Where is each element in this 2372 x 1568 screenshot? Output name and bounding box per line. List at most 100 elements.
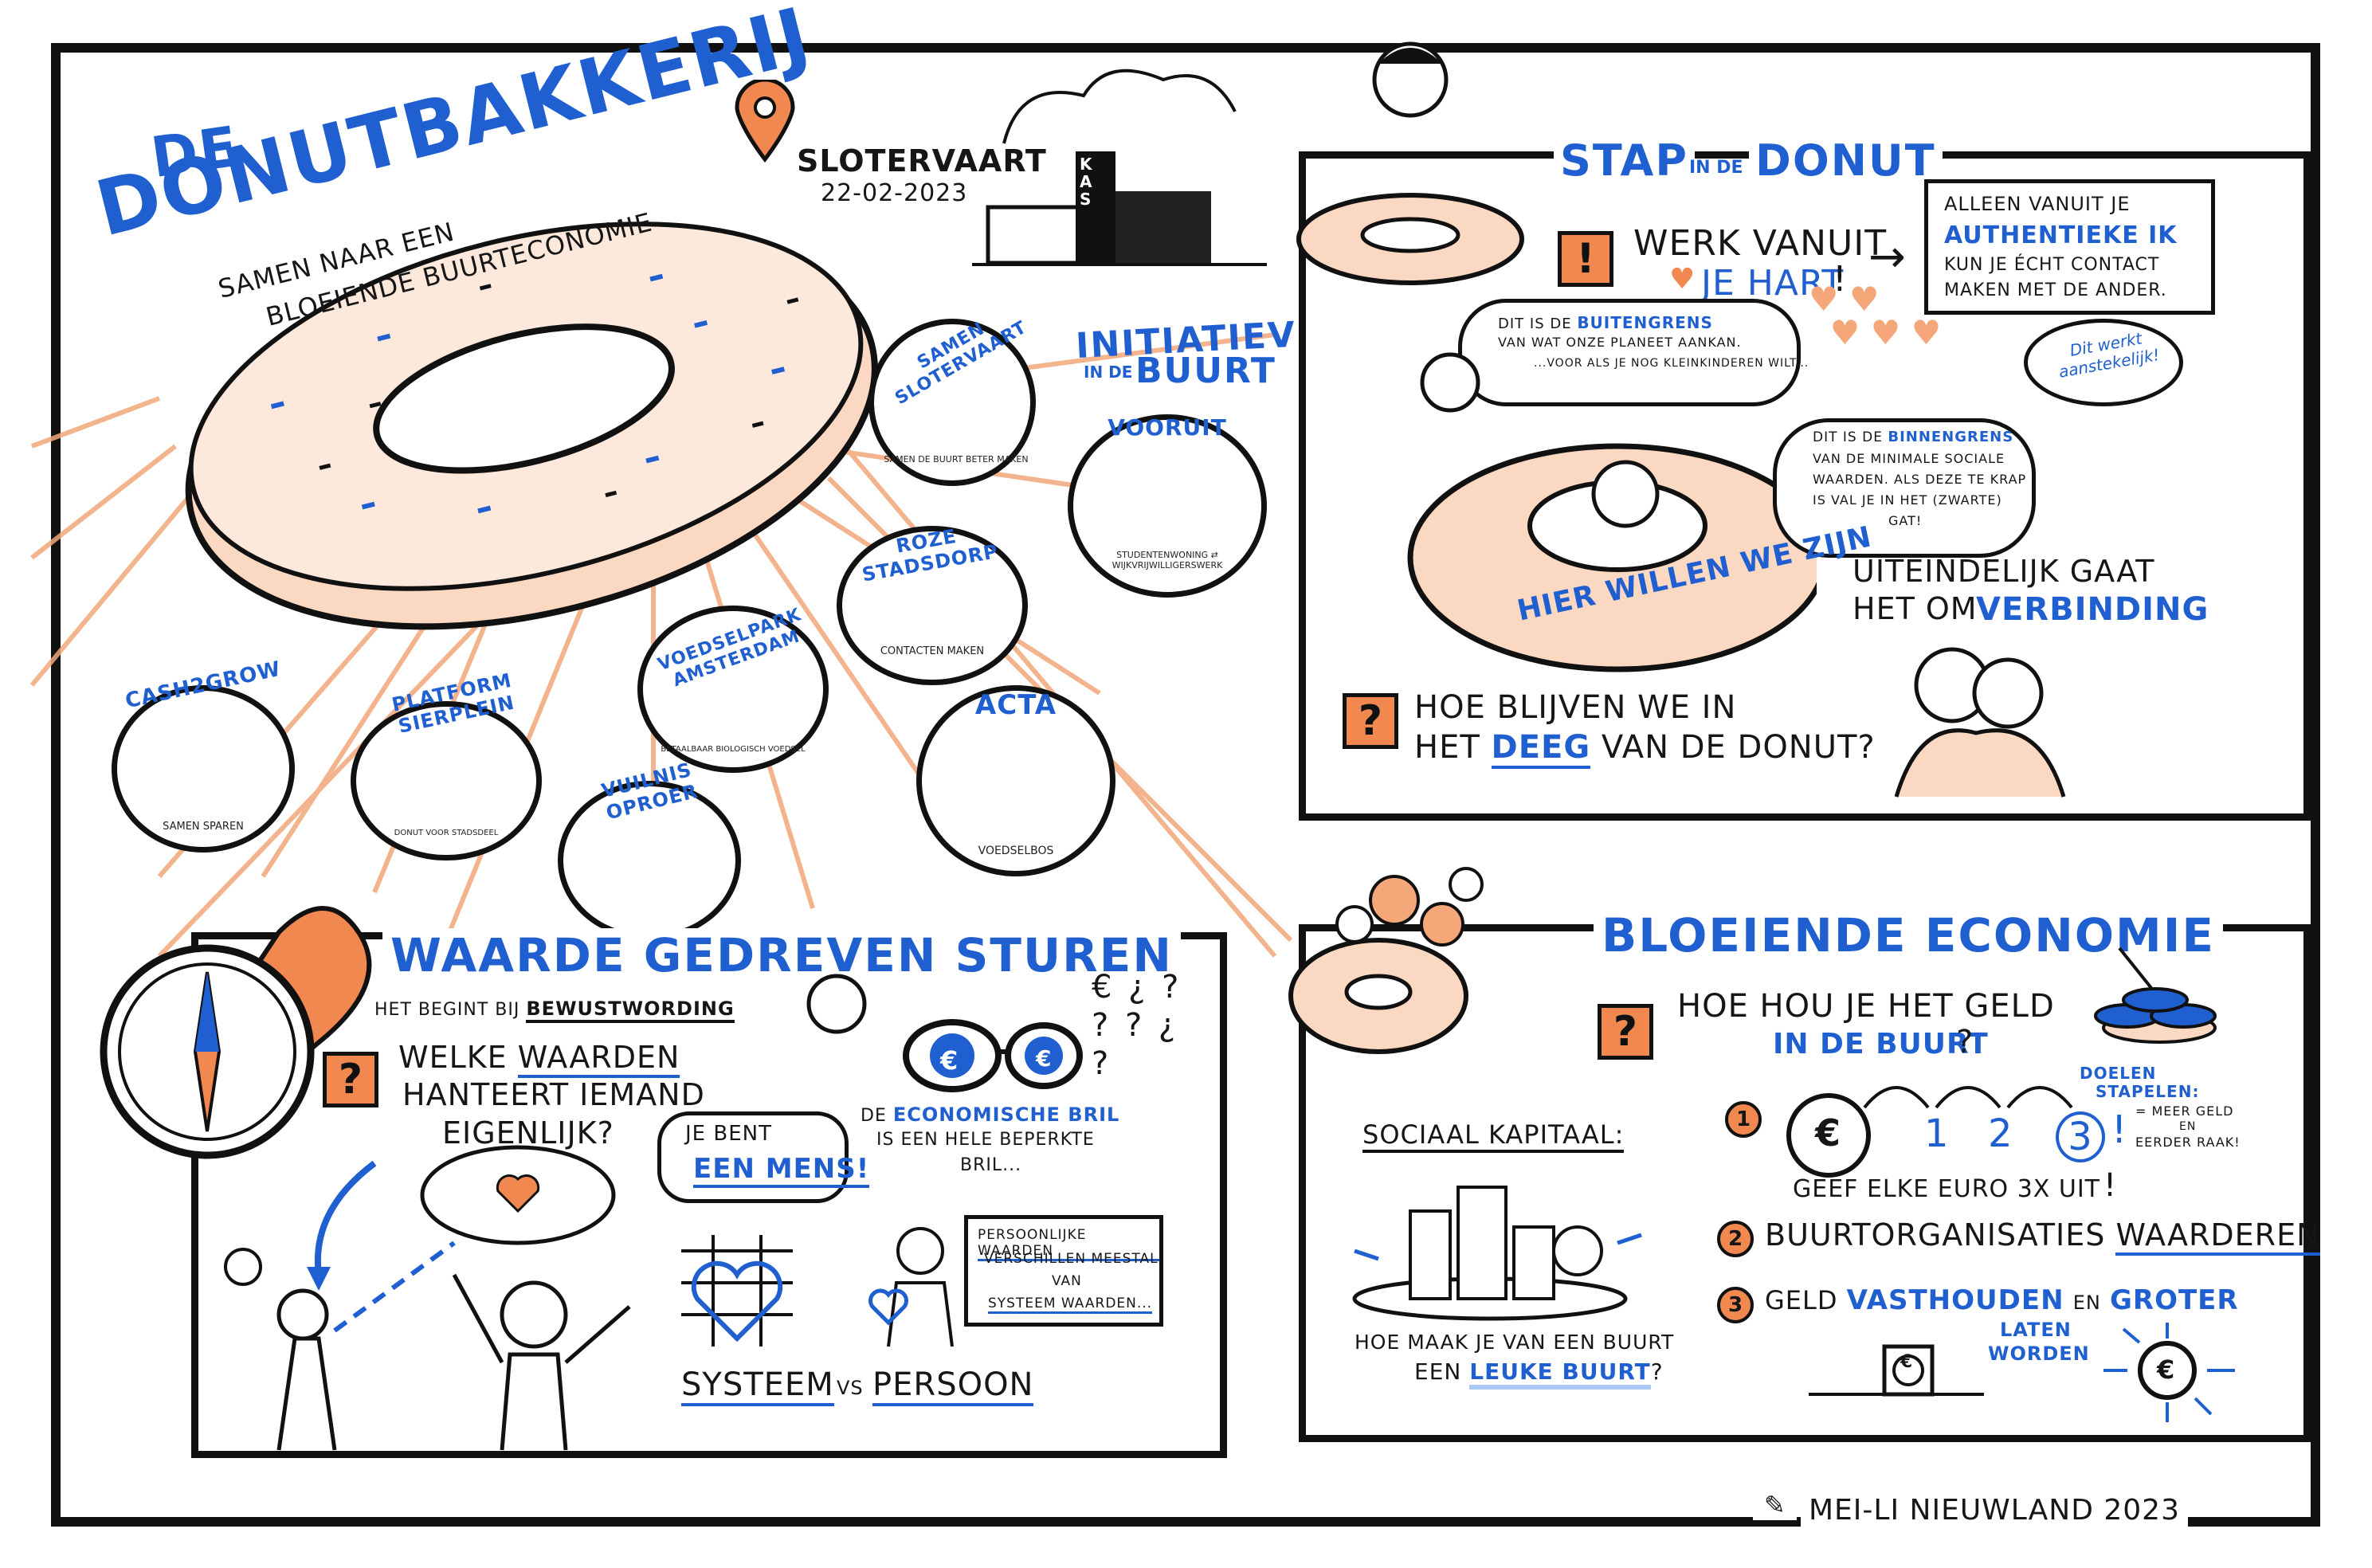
building-sign: KAS (1080, 155, 1096, 209)
initiative-circle-cash2grow (112, 685, 295, 853)
werk-exclaim: ! (1833, 259, 1848, 300)
bloei-vraag-2: IN DE BUURT (1773, 1028, 1989, 1060)
doelen-line-1: DOELEN (2080, 1064, 2157, 1083)
initiative-label: VOORUIT (1108, 414, 1227, 441)
leuke-buurt-label: LEUKE BUURT (1469, 1358, 1651, 1390)
initiative-caption: STUDENTENWONING ⇄ WIJKVRIJWILLIGERSWERK (1112, 550, 1223, 570)
seq-2: 2 (1988, 1111, 2013, 1156)
groter-label: GROTER (2110, 1284, 2239, 1316)
bewustwording-label: BEWUSTWORDING (526, 998, 735, 1023)
note-line: VERSCHILLEN MEESTAL (984, 1251, 1159, 1267)
initiative-circle-vuilnis-oproer (558, 781, 741, 940)
binnen-text: DIT IS DE BINNENGRENS (1813, 429, 2013, 445)
pen-signature-icon: ✎ (1753, 1490, 1797, 1520)
initiative-caption: SAMEN DE BUURT BETER MAKEN (884, 454, 1029, 465)
big-donut-illustration (185, 221, 878, 630)
step-number: 3 (1717, 1287, 1754, 1323)
doelen-line-5: EERDER RAAK! (2135, 1135, 2241, 1150)
euro-icon: € (1900, 1352, 1913, 1372)
buurtorganisaties-line: BUURTORGANISATIES WAARDEREN (1765, 1217, 2320, 1256)
heart-icon: ♥ (1669, 263, 1696, 296)
leuke-line-2: EEN LEUKE BUURT? (1414, 1358, 1664, 1390)
euro-icon: € (1036, 1045, 1052, 1072)
bloei-title: BLOEIENDE ECONOMIE (1594, 908, 2223, 962)
flower-donut-illustration (1288, 867, 1484, 1054)
note-line: KUN JE ÉCHT CONTACT (1944, 255, 2160, 275)
vraag-line-1: HOE BLIJVEN WE IN (1414, 689, 1737, 726)
note-line: MAKEN MET DE ANDER. (1944, 280, 2167, 300)
doelen-line-4: EN (2179, 1120, 2197, 1133)
geld-prefix: GELD (1765, 1285, 1838, 1315)
note-line: ALLEEN VANUIT JE (1944, 193, 2131, 215)
question-icon: ? (1598, 1004, 1653, 1060)
initiative-circle-vooruit (1068, 414, 1267, 598)
welke-line-3: EIGENLIJK? (442, 1115, 614, 1151)
welke-prefix: WELKE (398, 1040, 508, 1075)
persoon-label: PERSOON (872, 1366, 1034, 1406)
seq-3: 3 (2056, 1111, 2105, 1162)
authentic-note: ALLEEN VANUIT JE AUTHENTIEKE IK KUN JE É… (1924, 179, 2215, 315)
question-symbols: € ¿ ? ? ? ¿ ? (1092, 969, 1179, 1082)
kas-building-illustration (972, 69, 1267, 266)
euro-icon: € (1815, 1111, 1841, 1154)
leuke-prefix: EEN (1414, 1358, 1462, 1385)
verbinding-label: VERBINDING (1976, 591, 2209, 628)
aanstekelijk-bubble (2024, 319, 2183, 406)
uiteindelijk-line-1: UITEINDELIJK GAAT (1853, 554, 2155, 589)
initiative-circle-acta (916, 685, 1115, 876)
thinking-people-illustration (224, 1145, 631, 1451)
seq-1: 1 (1924, 1111, 1950, 1156)
initiative-circle-roze-stadsdorp (837, 526, 1028, 685)
buiten-prefix: DIT IS DE (1498, 316, 1572, 332)
werk-vanuit: WERK VANUIT (1633, 223, 1888, 264)
geef-excl: ! (2103, 1167, 2118, 1204)
begint-prefix: HET BEGINT BIJ (374, 1000, 520, 1020)
note-highlight: AUTHENTIEKE IK (1944, 221, 2178, 249)
location-name: SLOTERVAART (797, 143, 1047, 178)
euro-icon: € (940, 1045, 959, 1076)
buurtorganisaties-label: BUURTORGANISATIES (1765, 1217, 2106, 1252)
question-icon: ? (323, 1052, 378, 1107)
binnen-line: GAT! (1888, 513, 1923, 528)
vraag-het: HET (1414, 729, 1480, 766)
bloei-vraag-1: HOE HOU JE HET GELD (1677, 988, 2055, 1025)
buiten-line: VAN WAT ONZE PLANEET AANKAN. (1498, 335, 1742, 350)
stap-title-2: DONUT (1749, 135, 1943, 186)
vraag-rest: VAN DE DONUT? (1601, 729, 1876, 766)
waarden-label: WAARDEN (517, 1040, 680, 1078)
bril-line-2: IS EEN HELE BEPERKTE (876, 1130, 1095, 1150)
initiatives-title-small: IN DE (1084, 363, 1133, 382)
hearts-decoration-icon: ♥ ♥ ♥ ♥ ♥ (1809, 280, 1942, 352)
economic-glasses-illustration (806, 974, 1083, 1092)
welke-line-1: WELKE WAARDEN (398, 1040, 680, 1078)
arrow-right-icon: → (1868, 231, 1906, 283)
initiative-circle-voedselpark (637, 606, 829, 773)
binnengrens-bubble (1773, 418, 2036, 558)
mens-line-1: JE BENT (685, 1122, 772, 1146)
leuke-line-1: HOE MAAK JE VAN EEN BUURT (1355, 1331, 1675, 1354)
buitengrens-label: BUITENGRENS (1577, 313, 1713, 332)
location-date: 22-02-2023 (821, 179, 968, 207)
buitengrens-bubble (1458, 299, 1801, 406)
bril-line-3: BRIL... (960, 1155, 1022, 1175)
economische-bril-label: ECONOMISCHE BRIL (892, 1103, 1120, 1126)
geld-en: EN (2072, 1292, 2101, 1314)
question-icon: ? (1343, 693, 1398, 749)
initiative-caption: CONTACTEN MAKEN (880, 645, 985, 657)
vasthouden-label: VASTHOUDEN (1846, 1284, 2064, 1316)
worden-label: WORDEN (1988, 1343, 2090, 1365)
stap-title-1: STAP (1554, 135, 1695, 186)
initiative-label: ACTA (974, 689, 1057, 721)
welke-line-2: HANTEERT IEMAND (402, 1077, 705, 1112)
binnengrens-label: BINNENGRENS (1888, 429, 2014, 445)
artist-signature: MEI-LI NIEUWLAND 2023 (1801, 1494, 2188, 1527)
step-number: 1 (1725, 1101, 1762, 1138)
systeem-label: SYSTEEM (681, 1366, 834, 1406)
initiatives-title-2: BUURT (1135, 351, 1276, 391)
binnen-line: IS VAL JE IN HET (ZWARTE) (1813, 492, 2002, 508)
doelen-line-3: = MEER GELD (2135, 1103, 2234, 1119)
buiten-line: ...VOOR ALS JE NOG KLEINKINDEREN WILT... (1534, 357, 1809, 370)
initiative-caption: SAMEN SPAREN (163, 821, 244, 833)
begint-line: HET BEGINT BIJ BEWUSTWORDING (374, 998, 735, 1023)
vraag-line-2: HET DEEG VAN DE DONUT? (1414, 729, 1876, 769)
